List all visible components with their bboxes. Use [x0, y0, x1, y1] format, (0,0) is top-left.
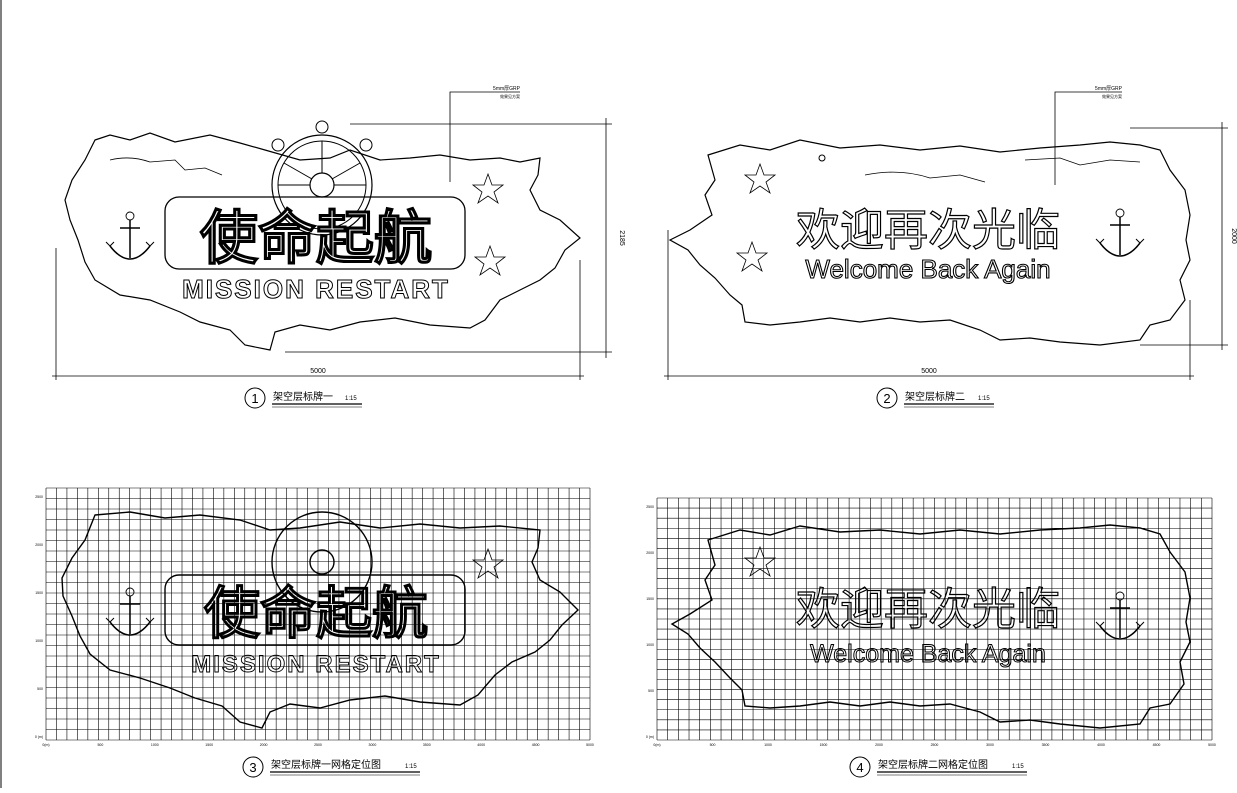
sign-two-grid-plan: 欢迎再次光临 Welcome Back Again 0(m) 500 1000 150…: [646, 497, 1216, 778]
sign-one-title-en: MISSION RESTART: [182, 274, 450, 304]
sign-one-material: 5mm厚GRP: [493, 86, 521, 92]
caption-number-3: 3: [249, 760, 256, 775]
y-tick-label: 2500: [35, 495, 43, 499]
sign-two-outline: [668, 139, 1191, 346]
caption-number-2: 2: [883, 391, 890, 406]
grid-lines: [656, 497, 1213, 741]
x-tick-label: 0(m): [653, 743, 660, 747]
x-tick-label: 4500: [532, 743, 540, 747]
sign-two-material: 5mm厚GRP: [1095, 86, 1123, 92]
x-tick-label: 1500: [205, 743, 213, 747]
x-tick-label: 1000: [764, 743, 772, 747]
sign-two-material-note: 效果见方案: [1102, 93, 1122, 99]
x-tick-label: 2000: [875, 743, 883, 747]
sign-two-elevation: 欢迎再次光临 Welcome Back Again 5mm厚GRP 效果见方案 …: [664, 86, 1237, 409]
caption-title-2: 架空层标牌二: [905, 390, 965, 403]
x-tick-label: 500: [710, 743, 716, 747]
sign-two-width-dim: 5000: [921, 368, 937, 375]
caption-number-1: 1: [251, 391, 258, 406]
starfish-icon: [744, 546, 776, 577]
caption-scale-3: 1:15: [405, 764, 417, 770]
sign-one-grid-plan: 使命起航 MISSION RESTART 0(m) 500 1000 1500 2000…: [35, 487, 594, 778]
y-tick-label: 1000: [646, 643, 654, 647]
grid-one-title-cn: 使命起航: [204, 582, 428, 645]
caption-scale-1: 1:15: [345, 396, 357, 402]
anchor-icon: [1095, 208, 1145, 257]
sign-one-material-note: 效果见方案: [500, 93, 520, 99]
starfish-icon: [474, 245, 506, 276]
y-tick-label: 500: [648, 689, 654, 693]
x-tick-label: 3000: [986, 743, 994, 747]
x-tick-label: 4500: [1153, 743, 1161, 747]
sign-one-height-dim: 2185: [618, 230, 625, 246]
x-tick-label: 5000: [1208, 743, 1216, 747]
grid-two-title-cn: 欢迎再次光临: [796, 585, 1060, 634]
sign-two-title-cn: 欢迎再次光临: [796, 206, 1060, 255]
starfish-icon: [472, 173, 504, 204]
starfish-icon: [472, 548, 504, 579]
sign-one-title-cn: 使命起航: [200, 206, 432, 271]
caption-scale-4: 1:15: [1012, 764, 1024, 770]
x-tick-label: 3500: [1042, 743, 1050, 747]
grid-lines: [45, 487, 591, 741]
sign-one-elevation: 使命起航 MISSION RESTART 5mm厚GRP 效果见方案 2185 …: [52, 86, 625, 409]
sign-two-height-dim: 2000: [1230, 228, 1237, 244]
anchor-icon: [105, 587, 155, 636]
x-tick-label: 500: [97, 743, 103, 747]
x-tick-label: 2500: [314, 743, 322, 747]
caption-title-3: 架空层标牌一网格定位图: [271, 758, 381, 771]
x-tick-label: 0(m): [42, 743, 49, 747]
x-tick-label: 4000: [1097, 743, 1105, 747]
sign-two-title-en: Welcome Back Again: [805, 254, 1050, 284]
y-tick-label: 1500: [646, 597, 654, 601]
x-tick-label: 3000: [369, 743, 377, 747]
starfish-icon: [736, 241, 768, 272]
y-tick-label: 0 (m): [35, 735, 43, 739]
sign-one-grid-outline: [61, 511, 580, 729]
y-tick-label: 500: [37, 687, 43, 691]
x-tick-label: 5000: [586, 743, 594, 747]
y-tick-label: 2000: [646, 551, 654, 555]
x-tick-label: 1000: [151, 743, 159, 747]
caption-scale-2: 1:15: [978, 396, 990, 402]
sign-two-grid-outline: [670, 524, 1191, 729]
caption-number-4: 4: [856, 760, 863, 775]
y-tick-label: 1500: [35, 591, 43, 595]
x-tick-label: 1500: [820, 743, 828, 747]
anchor-icon: [105, 211, 155, 260]
y-tick-label: 2500: [646, 505, 654, 509]
caption-title-1: 架空层标牌一: [273, 390, 333, 403]
sign-one-outline: [64, 132, 581, 351]
x-tick-label: 2000: [260, 743, 268, 747]
sign-one-width-dim: 5000: [310, 368, 326, 375]
y-tick-label: 0 (m): [646, 735, 654, 739]
grid-two-title-en: Welcome Back Again: [810, 640, 1046, 668]
starfish-icon: [744, 163, 776, 194]
y-tick-label: 2000: [35, 543, 43, 547]
x-tick-label: 3500: [423, 743, 431, 747]
x-tick-label: 4000: [477, 743, 485, 747]
grid-one-title-en: MISSION RESTART: [191, 651, 441, 678]
y-tick-label: 1000: [35, 639, 43, 643]
x-tick-label: 2500: [931, 743, 939, 747]
caption-title-4: 架空层标牌二网格定位图: [878, 758, 988, 771]
